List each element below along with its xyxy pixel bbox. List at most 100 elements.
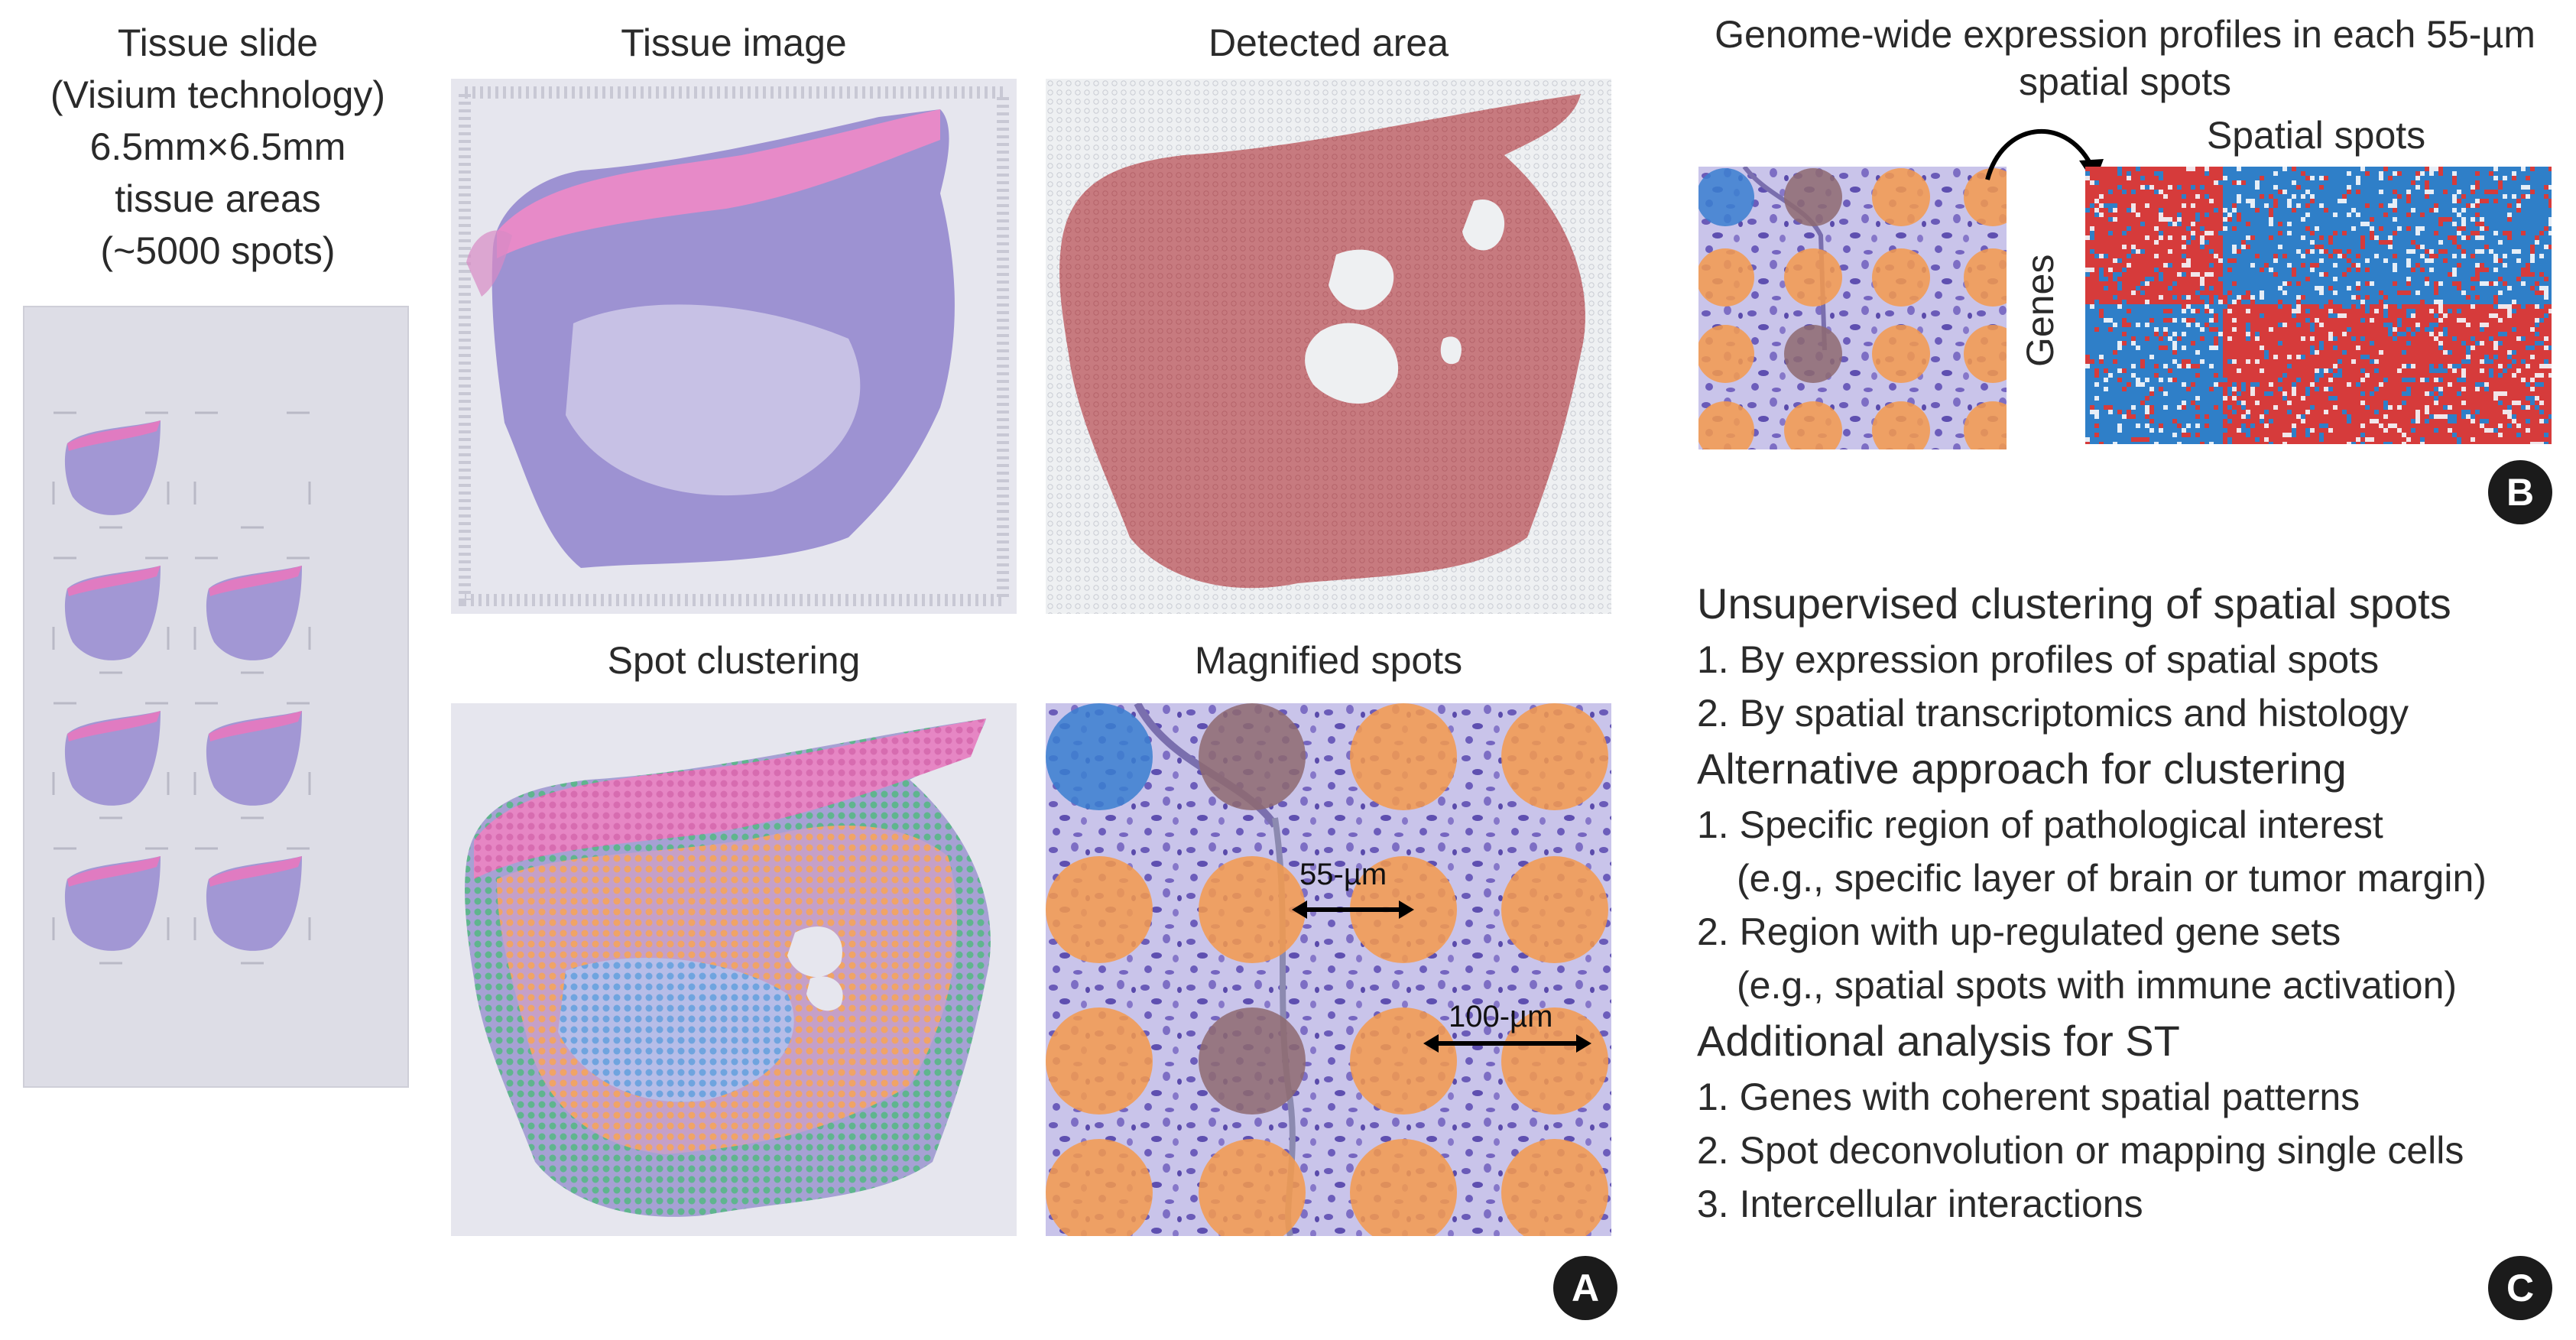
heatmap-cell xyxy=(2223,290,2227,295)
heatmap-cell xyxy=(2379,368,2383,373)
heatmap-cell xyxy=(2493,176,2498,180)
heatmap-cell xyxy=(2269,309,2273,313)
heatmap-cell xyxy=(2209,258,2214,263)
heatmap-cell xyxy=(2127,167,2131,171)
heatmap-cell xyxy=(2535,304,2539,309)
heatmap-cell xyxy=(2154,350,2159,355)
heatmap-cell xyxy=(2177,304,2182,309)
heatmap-cell xyxy=(2191,332,2195,336)
heatmap-cell xyxy=(2237,281,2241,286)
heatmap-cell xyxy=(2420,295,2425,300)
heatmap-cell xyxy=(2159,226,2163,231)
heatmap-cell xyxy=(2172,368,2177,373)
heatmap-cell xyxy=(2338,350,2342,355)
heatmap-cell xyxy=(2342,263,2347,268)
heatmap-cell xyxy=(2535,217,2539,222)
heatmap-cell xyxy=(2365,208,2370,213)
heatmap-cell xyxy=(2475,350,2480,355)
heatmap-cell xyxy=(2301,208,2305,213)
heatmap-cell xyxy=(2338,203,2342,208)
heatmap-cell xyxy=(2420,258,2425,263)
heatmap-cell xyxy=(2365,277,2370,281)
heatmap-cell xyxy=(2457,203,2461,208)
heatmap-cell xyxy=(2319,171,2324,176)
heatmap-cell xyxy=(2205,309,2209,313)
heatmap-cell xyxy=(2273,281,2278,286)
heatmap-cell xyxy=(2324,245,2328,249)
heatmap-cell xyxy=(2094,180,2099,185)
heatmap-cell xyxy=(2526,304,2530,309)
heatmap-cell xyxy=(2237,313,2241,318)
heatmap-cell xyxy=(2539,355,2544,359)
heatmap-cell xyxy=(2168,346,2172,350)
heatmap-cell xyxy=(2260,208,2264,213)
heatmap-cell xyxy=(2090,373,2094,378)
heatmap-cell xyxy=(2269,176,2273,180)
heatmap-cell xyxy=(2448,341,2452,346)
heatmap-cell xyxy=(2480,180,2484,185)
heatmap-cell xyxy=(2108,208,2113,213)
heatmap-cell xyxy=(2195,240,2200,245)
heatmap-cell xyxy=(2227,249,2232,254)
heatmap-cell xyxy=(2241,190,2246,194)
heatmap-cell xyxy=(2530,332,2535,336)
heatmap-cell xyxy=(2512,355,2516,359)
heatmap-cell xyxy=(2227,240,2232,245)
heatmap-cell xyxy=(2535,199,2539,203)
heatmap-cell xyxy=(2484,180,2489,185)
heatmap-cell xyxy=(2535,176,2539,180)
heatmap-cell xyxy=(2090,286,2094,290)
heatmap-cell xyxy=(2085,350,2090,355)
heatmap-cell xyxy=(2548,368,2552,373)
heatmap-cell xyxy=(2438,346,2443,350)
heatmap-cell xyxy=(2434,272,2438,277)
heatmap-cell xyxy=(2370,176,2374,180)
heatmap-cell xyxy=(2205,180,2209,185)
heatmap-cell xyxy=(2521,180,2526,185)
heatmap-cell xyxy=(2429,359,2434,364)
heatmap-cell xyxy=(2530,378,2535,382)
heatmap-cell xyxy=(2223,300,2227,304)
heatmap-cell xyxy=(2484,313,2489,318)
heatmap-cell xyxy=(2406,185,2411,190)
heatmap-cell xyxy=(2296,332,2301,336)
heatmap-cell xyxy=(2383,231,2388,235)
heatmap-cell xyxy=(2402,323,2406,327)
heatmap-cell xyxy=(2471,378,2475,382)
heatmap-cell xyxy=(2379,290,2383,295)
heatmap-cell xyxy=(2200,258,2205,263)
heatmap-cell xyxy=(2287,167,2292,171)
heatmap-cell xyxy=(2246,176,2250,180)
heatmap-cell xyxy=(2117,277,2122,281)
heatmap-cell xyxy=(2420,350,2425,355)
heatmap-cell xyxy=(2145,368,2149,373)
heatmap-cell xyxy=(2278,277,2282,281)
heatmap-cell xyxy=(2333,309,2338,313)
heatmap-cell xyxy=(2415,217,2420,222)
heatmap-cell xyxy=(2351,272,2356,277)
spatial-spot xyxy=(1350,1139,1457,1236)
heatmap-cell xyxy=(2099,268,2104,272)
heatmap-cell xyxy=(2324,368,2328,373)
heatmap-cell xyxy=(2269,208,2273,213)
heatmap-cell xyxy=(2195,235,2200,240)
heatmap-cell xyxy=(2498,318,2503,323)
heatmap-cell xyxy=(2420,364,2425,368)
heatmap-cell xyxy=(2246,323,2250,327)
heatmap-cell xyxy=(2466,217,2471,222)
heatmap-cell xyxy=(2452,373,2457,378)
heatmap-cell xyxy=(2260,368,2264,373)
heatmap-cell xyxy=(2250,341,2255,346)
heatmap-cell xyxy=(2200,368,2205,373)
tissue-section-edge xyxy=(209,566,302,596)
heatmap-cell xyxy=(2402,258,2406,263)
heatmap-cell xyxy=(2117,378,2122,382)
heatmap-cell xyxy=(2466,350,2471,355)
heatmap-cell xyxy=(2457,378,2461,382)
heatmap-cell xyxy=(2347,263,2351,268)
heatmap-cell xyxy=(2305,336,2310,341)
heatmap-cell xyxy=(2200,286,2205,290)
heatmap-cell xyxy=(2338,313,2342,318)
heatmap-cell xyxy=(2296,249,2301,254)
heatmap-cell xyxy=(2260,373,2264,378)
